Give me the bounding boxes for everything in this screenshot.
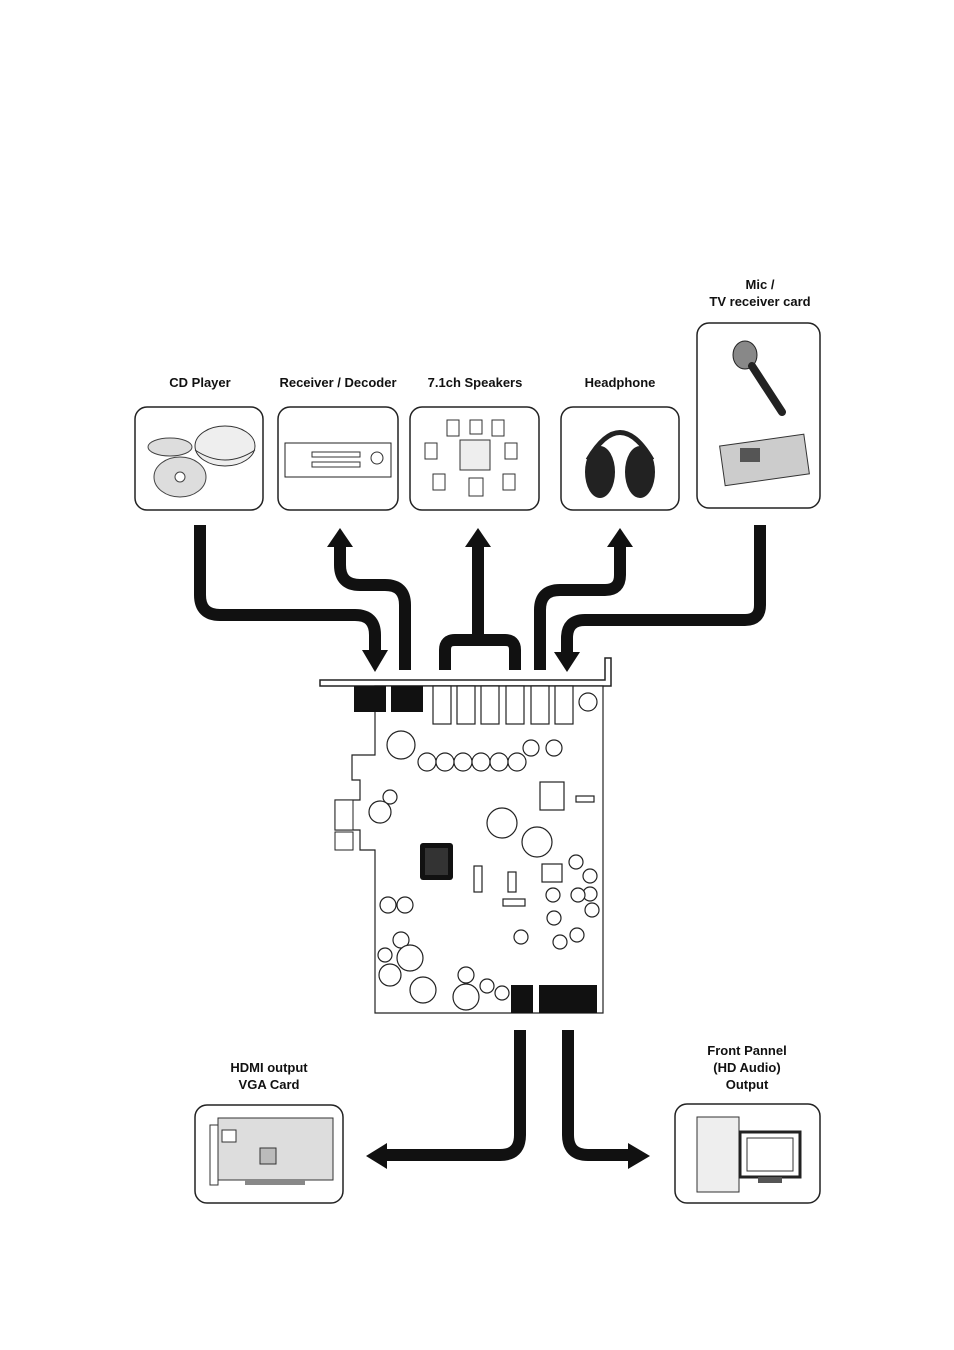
hdmi-label-1: HDMI output — [230, 1060, 308, 1075]
headphone-box — [560, 406, 680, 511]
speakers-label: 7.1ch Speakers — [428, 375, 523, 390]
front-panel-label-1: Front Pannel — [707, 1043, 786, 1058]
connection-arrows — [194, 525, 766, 1169]
receiver-box — [277, 406, 399, 511]
mic-box — [696, 322, 821, 509]
hdmi-label-2: VGA Card — [239, 1077, 300, 1092]
front-panel-label-2: (HD Audio) — [713, 1060, 780, 1075]
arrow-hdmi-out — [385, 1030, 526, 1161]
hdmi-vga-card-box — [194, 1104, 344, 1204]
arrow-mic-in — [561, 525, 766, 652]
mic-label-1: Mic / — [746, 277, 775, 292]
cd-player-box — [134, 406, 264, 511]
front-panel-label-3: Output — [726, 1077, 769, 1092]
arrow-cd-in — [194, 525, 381, 650]
mic-label-2: TV receiver card — [709, 294, 810, 309]
speakers-box — [409, 406, 540, 511]
front-panel-box — [674, 1103, 821, 1204]
arrow-receiver-out — [334, 545, 411, 670]
arrow-front-panel-out — [562, 1030, 630, 1161]
cd-player-label: CD Player — [169, 375, 230, 390]
receiver-label: Receiver / Decoder — [279, 375, 396, 390]
headphone-label: Headphone — [585, 375, 656, 390]
sound-card — [319, 657, 612, 1014]
arrow-headphone-out — [534, 545, 626, 670]
arrow-speakers-out — [439, 545, 521, 670]
